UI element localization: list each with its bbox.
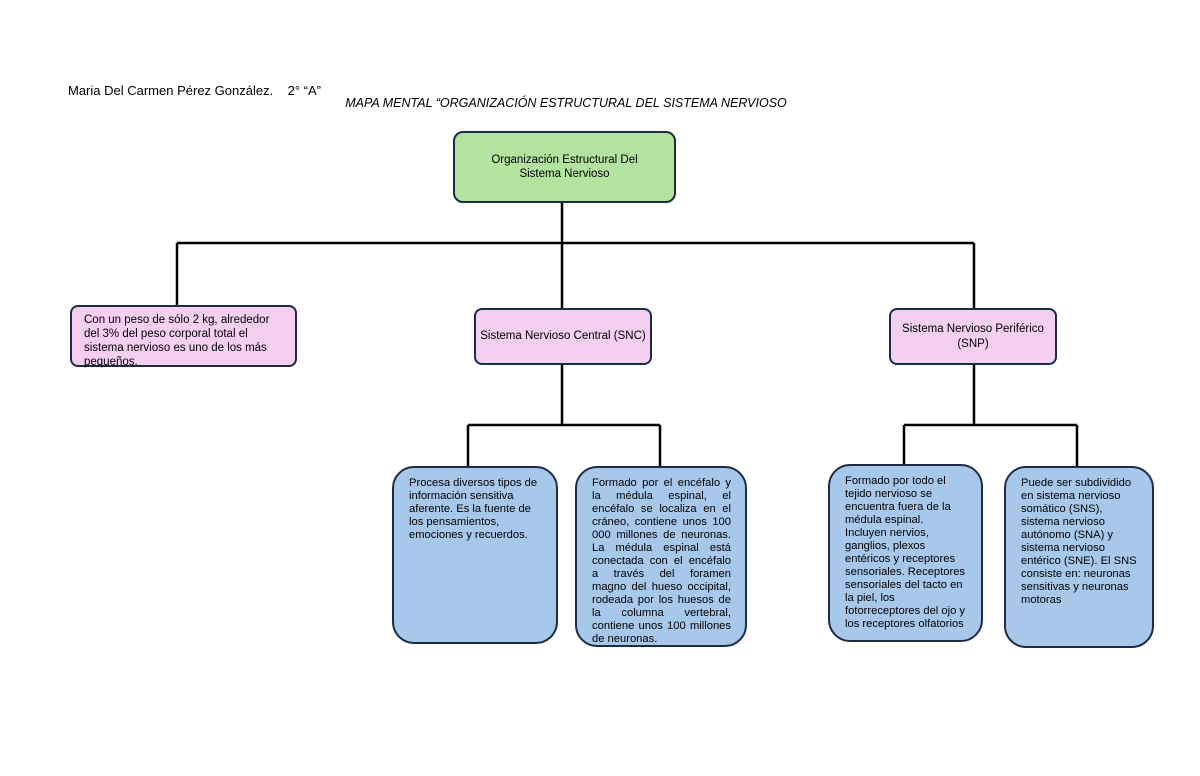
snc-node-label: Sistema Nervioso Central (SNC) [480,330,646,342]
snc-composition-text: Formado por el encéfalo y la médula espi… [592,477,731,645]
author-line: Maria Del Carmen Pérez González. 2° “A” [68,83,322,98]
snc-composition-node: Formado por el encéfalo y la médula espi… [575,466,747,647]
weight-note-node: Con un peso de sólo 2 kg, alrededor del … [70,305,297,368]
snc-node: Sistema Nervioso Central (SNC) [474,308,652,365]
root-node-label: Organización Estructural Del Sistema Ner… [491,154,638,180]
root-node: Organización Estructural Del Sistema Ner… [453,131,676,203]
page-title: MAPA MENTAL “ORGANIZACIÓN ESTRUCTURAL DE… [345,96,787,110]
snp-subdivision-node: Puede ser subdividido en sistema nervios… [1004,466,1154,648]
snp-subdivision-text: Puede ser subdividido en sistema nervios… [1021,477,1137,606]
snp-composition-node: Formado por todo el tejido nervioso se e… [828,464,983,642]
snp-composition-text: Formado por todo el tejido nervioso se e… [845,475,966,630]
weight-note-text: Con un peso de sólo 2 kg, alrededor del … [84,314,270,368]
snp-node: Sistema Nervioso Periférico (SNP) [889,308,1057,365]
snp-node-label: Sistema Nervioso Periférico (SNP) [902,322,1044,350]
snc-function-text: Procesa diversos tipos de información se… [409,477,538,541]
snc-function-node: Procesa diversos tipos de información se… [392,466,558,644]
